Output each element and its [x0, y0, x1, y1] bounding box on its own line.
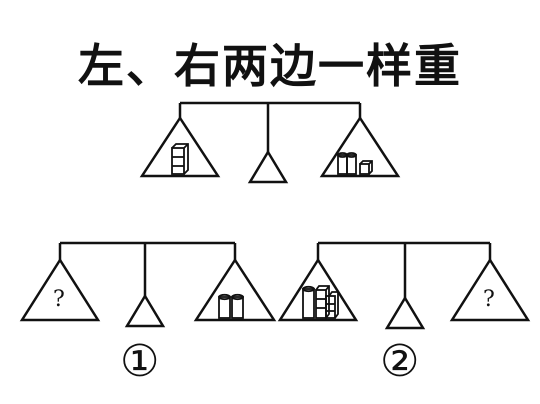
fulcrum — [124, 293, 166, 328]
cube-stack-icon — [171, 143, 189, 175]
page-title: 左、右两边一样重 — [78, 39, 462, 93]
balance-scale-example — [139, 101, 401, 184]
unknown-left-label: ? — [53, 287, 65, 312]
cylinders-and-cube-icon — [337, 152, 373, 175]
cube-stack-and-cylinder-icon — [302, 285, 339, 319]
right-pan — [319, 115, 401, 178]
fulcrum — [247, 149, 289, 184]
left-pan — [277, 257, 359, 322]
right-pan — [449, 257, 531, 322]
problem-number-1: ① — [120, 336, 160, 387]
problem-number-2: ② — [380, 336, 420, 387]
left-pan — [19, 257, 101, 322]
two-cylinders-icon — [218, 293, 244, 319]
right-pan — [193, 257, 277, 322]
balance-scale-problem-2 — [277, 241, 531, 330]
left-pan — [139, 115, 221, 178]
fulcrum — [384, 295, 426, 330]
balance-scale-problem-1 — [19, 241, 277, 328]
unknown-right-label: ? — [483, 287, 495, 312]
